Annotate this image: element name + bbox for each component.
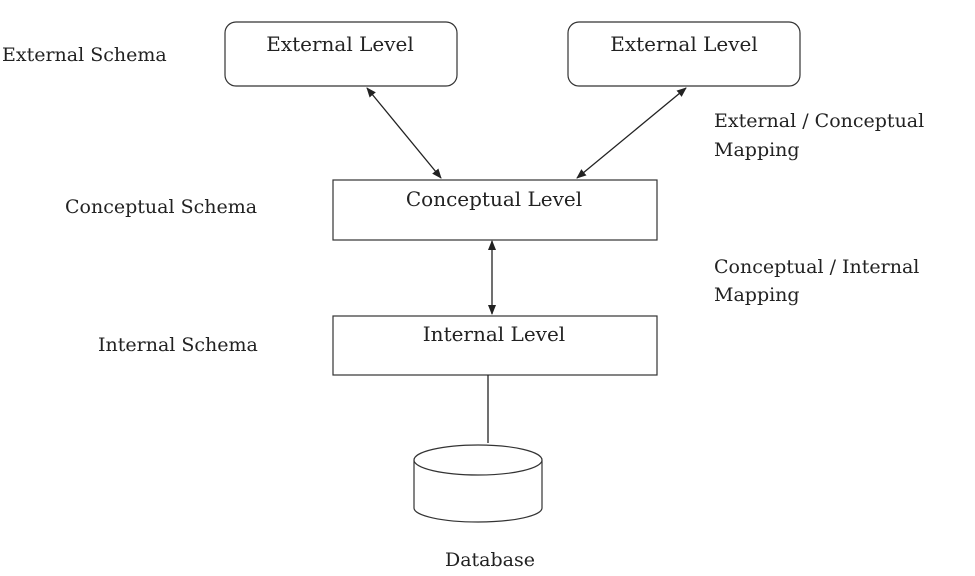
internal-schema-label: Internal Schema: [98, 334, 258, 356]
conceptual-internal-mapping-line2: Mapping: [714, 284, 800, 306]
external-level-right-box: [567, 21, 801, 87]
external-left-to-conceptual-arrow: [366, 87, 442, 179]
external-conceptual-mapping-line1: External / Conceptual: [714, 110, 924, 132]
internal-level-box: [332, 315, 658, 376]
conceptual-internal-mapping-line1: Conceptual / Internal: [714, 256, 919, 278]
external-level-right-label: External Level: [610, 32, 758, 56]
database-cylinder-icon: [413, 444, 543, 523]
external-conceptual-mapping-line2: Mapping: [714, 139, 800, 161]
database-label: Database: [445, 549, 535, 571]
external-right-to-conceptual-arrow: [576, 87, 687, 179]
external-schema-label: External Schema: [2, 44, 167, 66]
conceptual-level-label: Conceptual Level: [406, 187, 582, 211]
internal-level-label: Internal Level: [423, 322, 565, 346]
external-level-left-label: External Level: [266, 32, 414, 56]
conceptual-schema-label: Conceptual Schema: [65, 196, 257, 218]
external-level-left-box: [224, 21, 458, 87]
